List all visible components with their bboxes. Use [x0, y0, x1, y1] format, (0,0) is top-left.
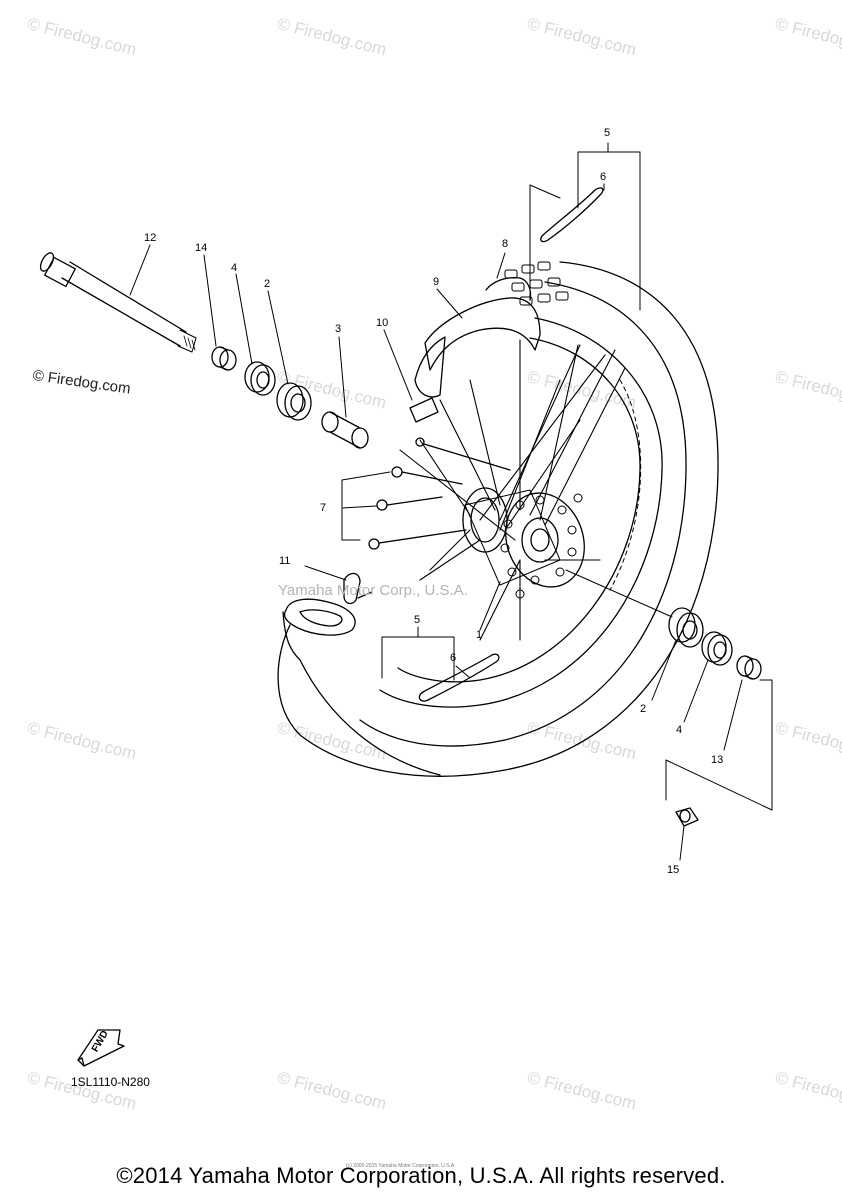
hub-bolts [500, 493, 583, 599]
callout-11: 11 [279, 555, 291, 567]
callout-9: 9 [433, 276, 440, 288]
tire-inner [359, 281, 687, 747]
callout-14: 14 [195, 242, 208, 254]
bearing-right [668, 607, 704, 648]
callout-4: 4 [676, 724, 683, 736]
callout-2: 2 [640, 703, 647, 715]
callout-12: 12 [144, 232, 157, 244]
spacer-3 [321, 411, 369, 449]
callout-2: 2 [264, 278, 271, 290]
oil-seal-right [701, 631, 733, 666]
rim-flap [283, 598, 356, 636]
rim-band-lower [418, 653, 500, 702]
callout-7: 7 [320, 502, 327, 514]
fwd-arrow [77, 1029, 125, 1067]
callout-5: 5 [604, 127, 611, 139]
diagram-code: 1SL1110-N280 [71, 1075, 150, 1089]
rim-lock [504, 261, 569, 306]
rim-outer [379, 317, 663, 708]
inner-tube [424, 297, 541, 371]
callout-15: 15 [667, 864, 680, 876]
callout-5: 5 [414, 614, 421, 626]
bearing-left [276, 382, 312, 421]
callout-1: 1 [476, 629, 483, 641]
collar-15 [675, 807, 699, 827]
valve-cap [343, 572, 361, 605]
callout-4: 4 [231, 262, 238, 274]
copyright-footer: ©2014 Yamaha Motor Corporation, U.S.A. A… [116, 1163, 726, 1188]
rim-inner [397, 337, 641, 683]
rim-band-upper [540, 187, 604, 243]
callout-8: 8 [502, 238, 509, 250]
tire [277, 261, 719, 777]
collar-14 [211, 346, 237, 371]
rim-dash [609, 379, 642, 591]
axle [39, 252, 197, 353]
hub-body [464, 489, 561, 586]
oil-seal-left [244, 361, 276, 396]
spokes [399, 339, 626, 641]
tube-body [414, 336, 446, 398]
callout-6: 6 [600, 171, 607, 183]
leader-lines [129, 142, 773, 861]
collar-13 [736, 655, 762, 680]
small-copyright: (c) 2005-2015 Yamaha Motor Corporation, … [346, 1163, 456, 1169]
valve [409, 397, 439, 423]
callout-6: 6 [450, 652, 457, 664]
yamaha-watermark: Yamaha Motor Corp., U.S.A. [278, 582, 468, 599]
tire-sidewall [282, 611, 441, 776]
callout-3: 3 [335, 323, 342, 335]
callout-10: 10 [376, 317, 389, 329]
callout-13: 13 [711, 754, 724, 766]
spoke-set-7 [368, 437, 511, 550]
hub-flange-right [505, 492, 585, 588]
